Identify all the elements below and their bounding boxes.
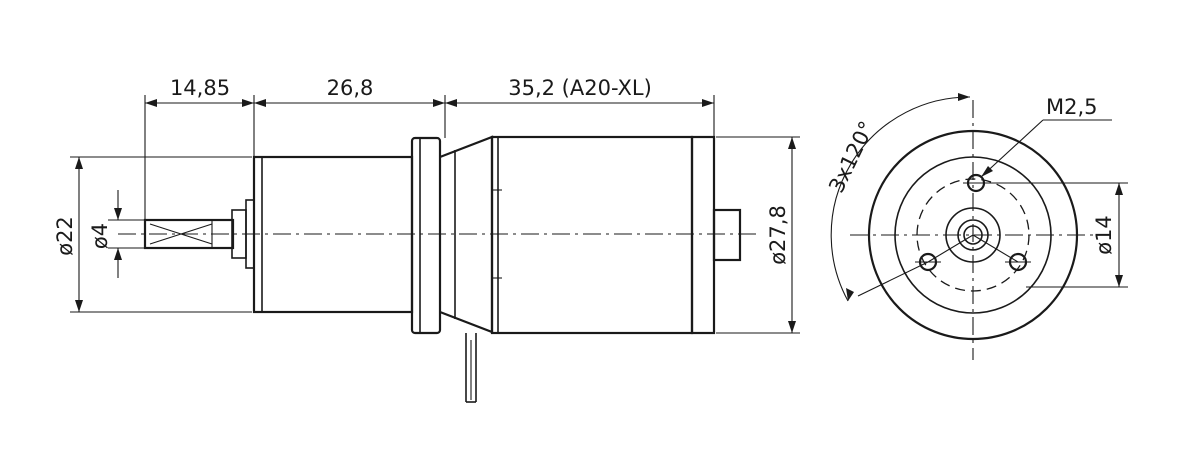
boss-outer — [945, 207, 1001, 263]
mounting-flange — [410, 135, 494, 335]
dim-gearbox-diameter: ø22 — [53, 216, 77, 256]
output-shaft — [143, 199, 255, 269]
side-view: 14,85 26,8 35,2 (A20-XL) ø22 ø4 — [53, 76, 800, 403]
boss-inner — [957, 219, 989, 251]
thread-label: M2,5 — [1046, 95, 1098, 119]
dim-shaft-diameter: ø4 — [88, 223, 112, 249]
motor-body — [490, 135, 742, 335]
face-circle — [894, 156, 1052, 314]
bolt-circle — [916, 178, 1030, 292]
dim-motor-length: 35,2 (A20-XL) — [508, 76, 652, 100]
dim-shaft-length: 14,85 — [170, 76, 230, 100]
shaft-circle — [963, 225, 983, 245]
mounting-holes — [915, 173, 1031, 272]
front-view: M2,5 ø14 3x120° — [824, 93, 1128, 360]
outer-rim — [867, 129, 1079, 341]
right-vertical-dimension — [716, 136, 800, 334]
left-vertical-dimensions — [70, 156, 252, 313]
dim-motor-diameter: ø27,8 — [766, 205, 790, 265]
horizontal-dimensions — [144, 95, 715, 220]
lead-wire — [465, 333, 477, 403]
angle-arc — [830, 93, 971, 302]
bolt-circle-dimension — [984, 182, 1128, 288]
hole-pattern-label: 3x120° — [824, 117, 879, 196]
dim-bolt-circle: ø14 — [1092, 215, 1116, 255]
thread-leader — [980, 119, 1112, 178]
dim-gearbox-length: 26,8 — [327, 76, 374, 100]
